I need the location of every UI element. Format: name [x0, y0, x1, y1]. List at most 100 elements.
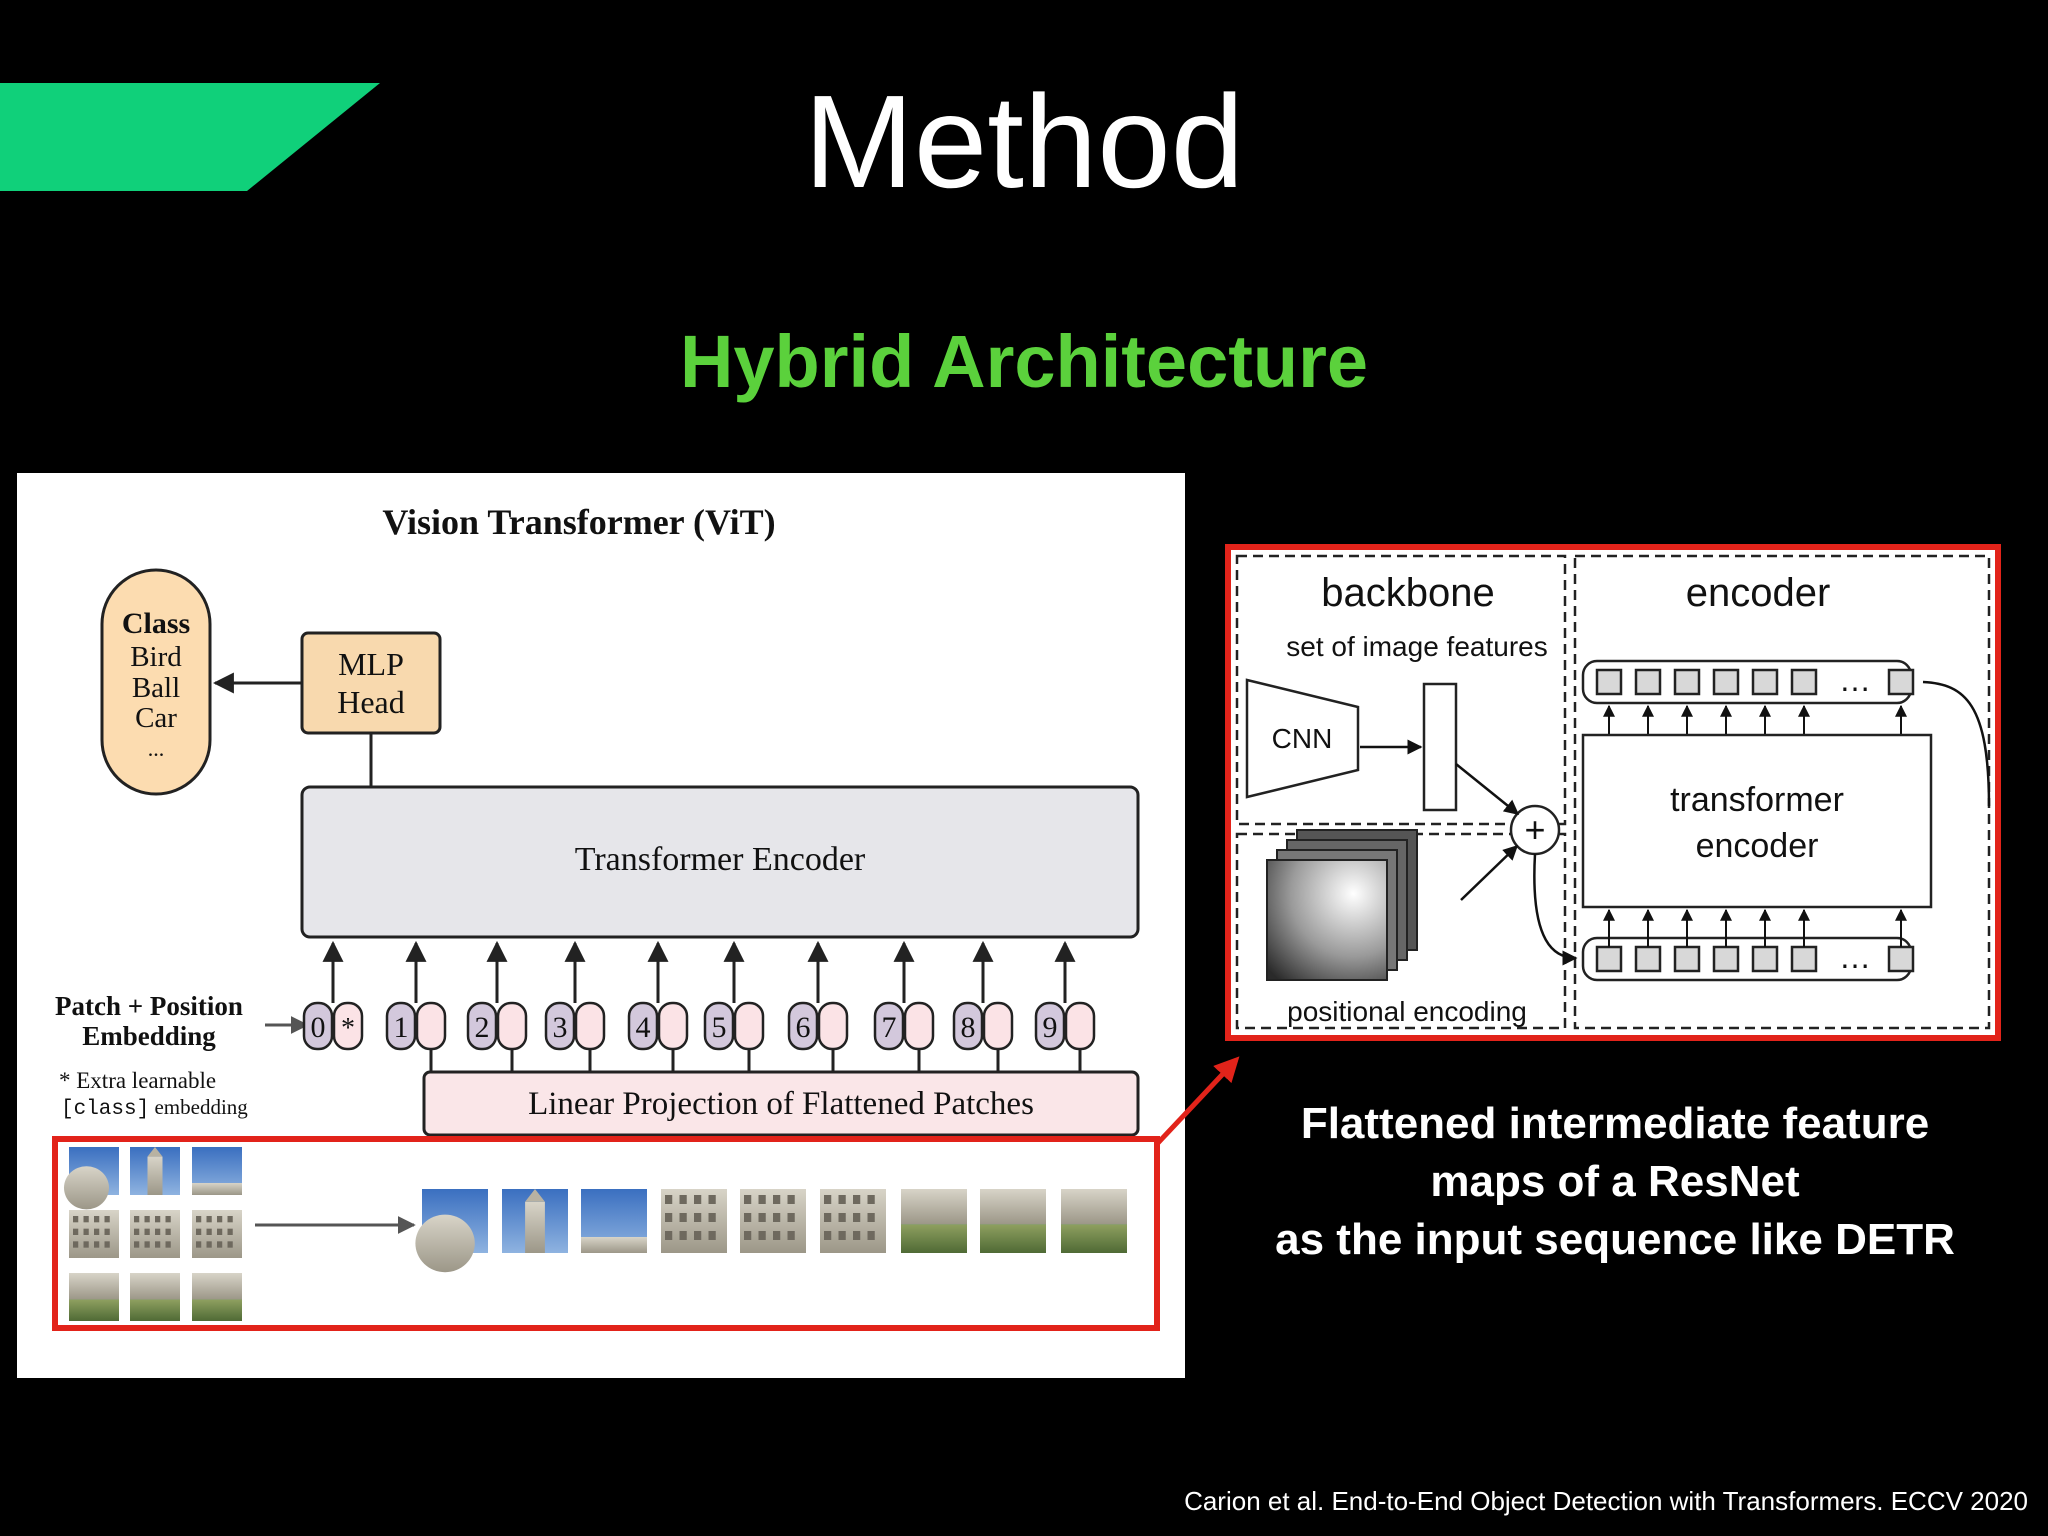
image-features-label: set of image features: [1286, 631, 1547, 662]
grid-patch-1: [64, 1147, 119, 1210]
token-number-box: [703, 1001, 735, 1051]
slide-title: Method: [803, 68, 1245, 215]
sequence-patch-1: [415, 1189, 488, 1273]
token-number: 8: [961, 1011, 976, 1044]
feature-token: [1673, 668, 1701, 696]
feature-token: [1595, 945, 1623, 973]
positional-encoding-stack: [1266, 829, 1418, 981]
grid-patch-8: [130, 1273, 180, 1321]
feature-token: [1712, 945, 1740, 973]
patch-sequence: [415, 1189, 1127, 1273]
feature-token: [1673, 945, 1701, 973]
transformer-encoder-label: Transformer Encoder: [575, 841, 866, 878]
embedding-label-line1: Patch + Position: [55, 991, 243, 1021]
detr-diagram: backbone encoder set of image features C…: [1225, 544, 2001, 1041]
patch-grid: [64, 1147, 242, 1321]
grid-patch-7: [69, 1273, 119, 1321]
pe-to-add-arrow: [1460, 844, 1519, 901]
encoder-label: encoder: [1686, 571, 1831, 615]
class-box: [100, 568, 212, 796]
sequence-patch-2: [502, 1189, 568, 1253]
cnn-block: [1245, 678, 1360, 799]
encoder-arrows: [1603, 704, 1907, 947]
token-number: 6: [796, 1011, 811, 1044]
patch-highlight-box: [52, 1136, 1160, 1331]
sequence-patch-7: [901, 1189, 967, 1253]
mlp-head-line1: MLP: [338, 646, 404, 682]
encoder-output-curve: [1922, 680, 1991, 807]
token-number: 4: [636, 1011, 651, 1044]
sequence-patch-6: [820, 1189, 886, 1253]
token-number: 1: [394, 1011, 409, 1044]
vit-title: Vision Transformer (ViT): [382, 502, 775, 542]
slide-subtitle: Hybrid Architecture: [679, 320, 1369, 403]
feature-token: [1887, 668, 1915, 696]
detr-transformer-label-line1: transformer: [1670, 781, 1844, 819]
token-embedding-box: [1064, 1001, 1096, 1051]
token-embedding-box: [332, 1001, 364, 1051]
sequence-patch-4: [661, 1189, 727, 1253]
sequence-patch-5: [740, 1189, 806, 1253]
detr-transformer-encoder-box: [1581, 733, 1933, 909]
class-note-code: [class]: [61, 1098, 149, 1121]
cnn-label: CNN: [1272, 723, 1333, 754]
token-ellipsis: …: [1839, 662, 1871, 698]
token-number-box: [1034, 1001, 1066, 1051]
token-embedding-box: [903, 1001, 935, 1051]
grid-patch-3: [192, 1147, 242, 1195]
feature-token: [1634, 945, 1662, 973]
token-number-box: [385, 1001, 417, 1051]
feature-token: [1887, 945, 1915, 973]
token-number: 0: [311, 1011, 326, 1044]
linear-projection-label: Linear Projection of Flattened Patches: [528, 1086, 1034, 1122]
feature-token: [1790, 668, 1818, 696]
feature-token: [1751, 945, 1779, 973]
token-number-box: [952, 1001, 984, 1051]
class-note-line1: * Extra learnable: [59, 1068, 216, 1093]
grid-patch-5: [130, 1210, 180, 1258]
citation: Carion et al. End-to-End Object Detectio…: [1184, 1486, 2028, 1516]
token-number-box: [787, 1001, 819, 1051]
transformer-encoder-box: [300, 785, 1140, 939]
token-number: 7: [882, 1011, 897, 1044]
feature-token: [1595, 668, 1623, 696]
vit-diagram-panel: Vision Transformer (ViT) Class Bird Ball…: [17, 473, 1185, 1378]
token-number: 9: [1043, 1011, 1058, 1044]
token-embedding-box: [733, 1001, 765, 1051]
grid-patch-9: [192, 1273, 242, 1321]
features-to-add-arrow: [1455, 763, 1520, 815]
token-embedding-box: [817, 1001, 849, 1051]
embedding-label-line2: Embedding: [82, 1021, 216, 1051]
token-number-box: [627, 1001, 659, 1051]
vit-diagram: Vision Transformer (ViT) Class Bird Ball…: [52, 502, 1160, 1331]
class-heading: Class: [122, 607, 190, 640]
detr-transformer-label-line2: encoder: [1696, 827, 1819, 865]
feature-token: [1751, 668, 1779, 696]
grid-patch-2: [130, 1147, 180, 1195]
linear-projection-box: [422, 1070, 1140, 1137]
sequence-patch-8: [980, 1189, 1046, 1253]
class-item-more: ...: [148, 736, 165, 761]
token-number-box: [466, 1001, 498, 1051]
class-item-ball: Ball: [132, 672, 180, 704]
accent-bar: [0, 83, 380, 191]
token-number: 2: [475, 1011, 490, 1044]
grid-patch-6: [192, 1210, 242, 1258]
positional-encoding-label: positional encoding: [1287, 996, 1527, 1027]
class-token-mark: *: [341, 1013, 355, 1044]
caption-line-3: as the input sequence like DETR: [1275, 1215, 1955, 1264]
token-number: 5: [712, 1011, 727, 1044]
token-embedding-box: [415, 1001, 447, 1051]
class-note-line2: [class] embedding: [61, 1095, 248, 1121]
add-sign: +: [1524, 809, 1545, 850]
backbone-region: [1235, 554, 1567, 826]
class-item-car: Car: [135, 702, 177, 734]
caption-line-2: maps of a ResNet: [1430, 1157, 1800, 1206]
add-to-encoder-input-arrow: [1533, 853, 1578, 966]
token-number-box: [544, 1001, 576, 1051]
mlp-head-line2: Head: [337, 684, 405, 720]
sequence-patch-3: [581, 1189, 647, 1253]
token-number-box: [873, 1001, 905, 1051]
encoder-input-tokens: …: [1581, 936, 1915, 982]
